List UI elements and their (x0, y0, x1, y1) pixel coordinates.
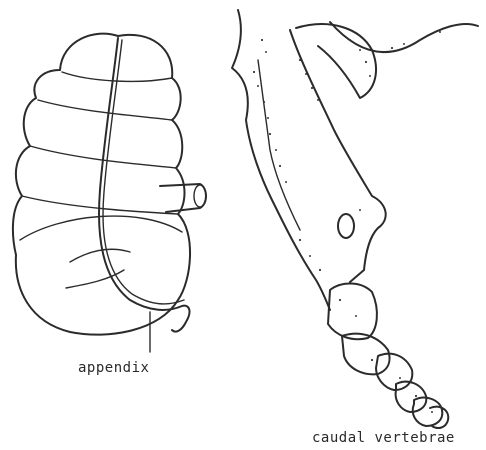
caudal-vertebrae-label: caudal vertebrae (312, 430, 455, 446)
side-tube (160, 184, 206, 212)
spine-inner-ridge (258, 60, 300, 230)
segment-line-2 (38, 100, 172, 120)
appendix-label: appendix (78, 360, 149, 376)
caudal-vertebrae-drawing (232, 10, 478, 428)
foramen (338, 214, 354, 238)
appendix-cord-inner (103, 40, 184, 304)
vertebra-1 (328, 284, 377, 340)
spine-outer-right (290, 30, 386, 282)
spine-upper-branch (296, 24, 376, 98)
spine-right-curve (330, 22, 478, 52)
side-tube-opening (194, 185, 206, 207)
stipple-dots (253, 31, 441, 413)
appendix-drawing (13, 34, 206, 352)
spine-outer-left (232, 10, 330, 310)
fold-line-1 (70, 249, 130, 262)
